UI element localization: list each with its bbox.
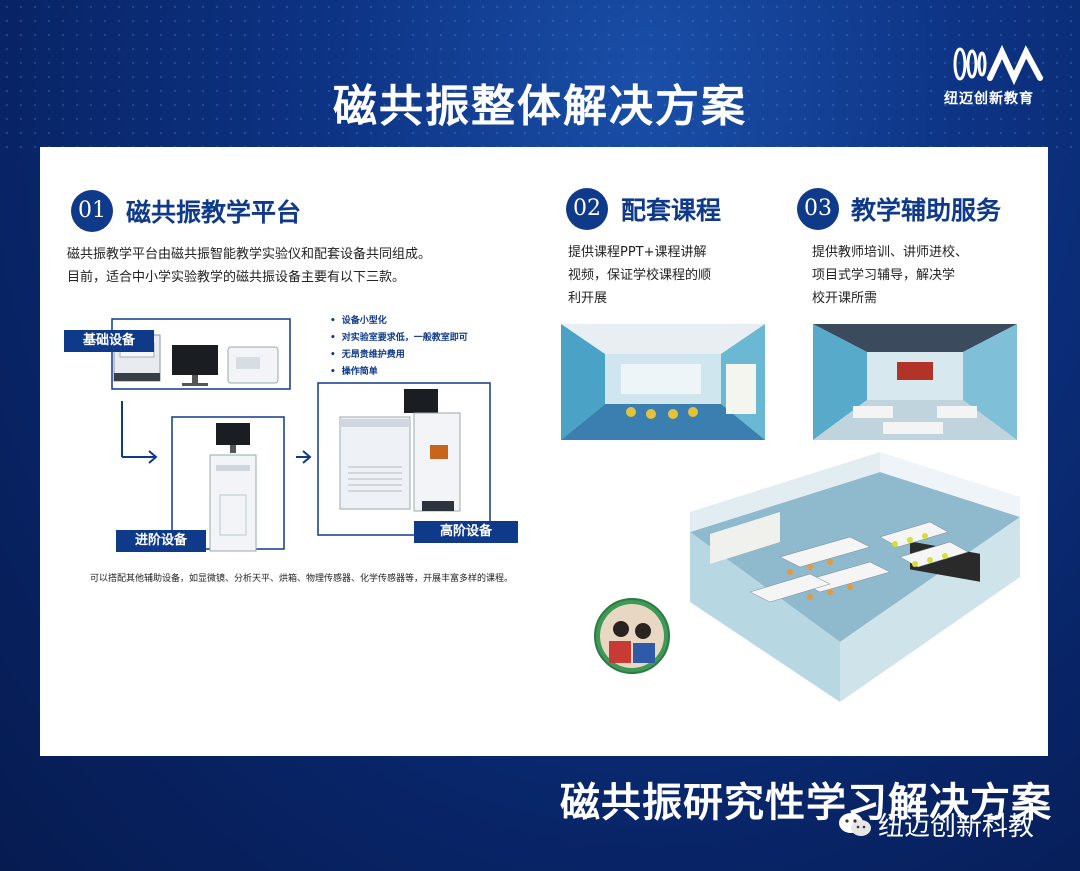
section2-title: 配套课程	[621, 196, 722, 225]
logo-text: 纽迈创新教育	[944, 91, 1034, 107]
feature-item: 对实验室要求低，一般教室即可	[330, 330, 468, 347]
feature-item: 无昂贵维护费用	[330, 347, 468, 364]
section3-line3: 校开课所需	[812, 291, 878, 306]
section1-number: 01	[71, 190, 113, 232]
nm-logo-icon	[953, 44, 1043, 86]
advanced-device	[209, 423, 257, 552]
section1-desc-line2: 目前，适合中小学实验教学的磁共振设备主要有以下三款。	[67, 270, 406, 285]
high-end-device	[339, 389, 461, 512]
page-title: 磁共振整体解决方案	[333, 81, 747, 132]
section3-line2: 项目式学习辅导，解决学	[812, 268, 956, 283]
wechat-account: 纽迈创新科教	[838, 806, 1034, 843]
feature-list: 设备小型化 对实验室要求低，一般教室即可 无昂贵维护费用 操作简单	[330, 313, 468, 381]
tag-high-end-equipment: 高阶设备	[414, 521, 518, 543]
basic-device-unit	[227, 346, 279, 384]
section1-footnote: 可以搭配其他辅助设备，如显微镜、分析天平、烘箱、物理传感器、化学传感器等，开展丰…	[90, 574, 514, 584]
wechat-account-name: 纽迈创新科教	[878, 812, 1035, 842]
section2-line3: 利开展	[568, 291, 608, 306]
content-card: 01 磁共振教学平台 磁共振教学平台由磁共振智能教学实验仪和配套设备共同组成。 …	[40, 147, 1048, 756]
tag-advanced-equipment: 进阶设备	[116, 530, 206, 552]
feature-item: 操作简单	[330, 364, 468, 381]
feature-item: 设备小型化	[330, 313, 468, 330]
classroom-photo-2	[813, 324, 1017, 440]
section3-title: 教学辅助服务	[851, 196, 1002, 225]
section2-number: 02	[566, 188, 608, 230]
background-dot-pattern	[0, 0, 1080, 160]
tag-basic-equipment: 基础设备	[64, 330, 154, 352]
wechat-icon	[839, 812, 871, 836]
students-photo	[594, 598, 670, 674]
section1-title: 磁共振教学平台	[126, 198, 302, 227]
lab-3d-rendering	[690, 452, 1020, 702]
footer-title: 磁共振研究性学习解决方案	[560, 780, 1052, 826]
section2-line2: 视频，保证学校课程的顺	[568, 268, 712, 283]
section1-desc-line1: 磁共振教学平台由磁共振智能教学实验仪和配套设备共同组成。	[67, 247, 432, 262]
basic-device-monitor	[172, 345, 218, 386]
section3-line1: 提供教师培训、讲师进校、	[812, 245, 969, 260]
section2-line1: 提供课程PPT+课程讲解	[568, 245, 707, 260]
section3-number: 03	[797, 188, 839, 230]
classroom-photo-1	[561, 324, 765, 440]
